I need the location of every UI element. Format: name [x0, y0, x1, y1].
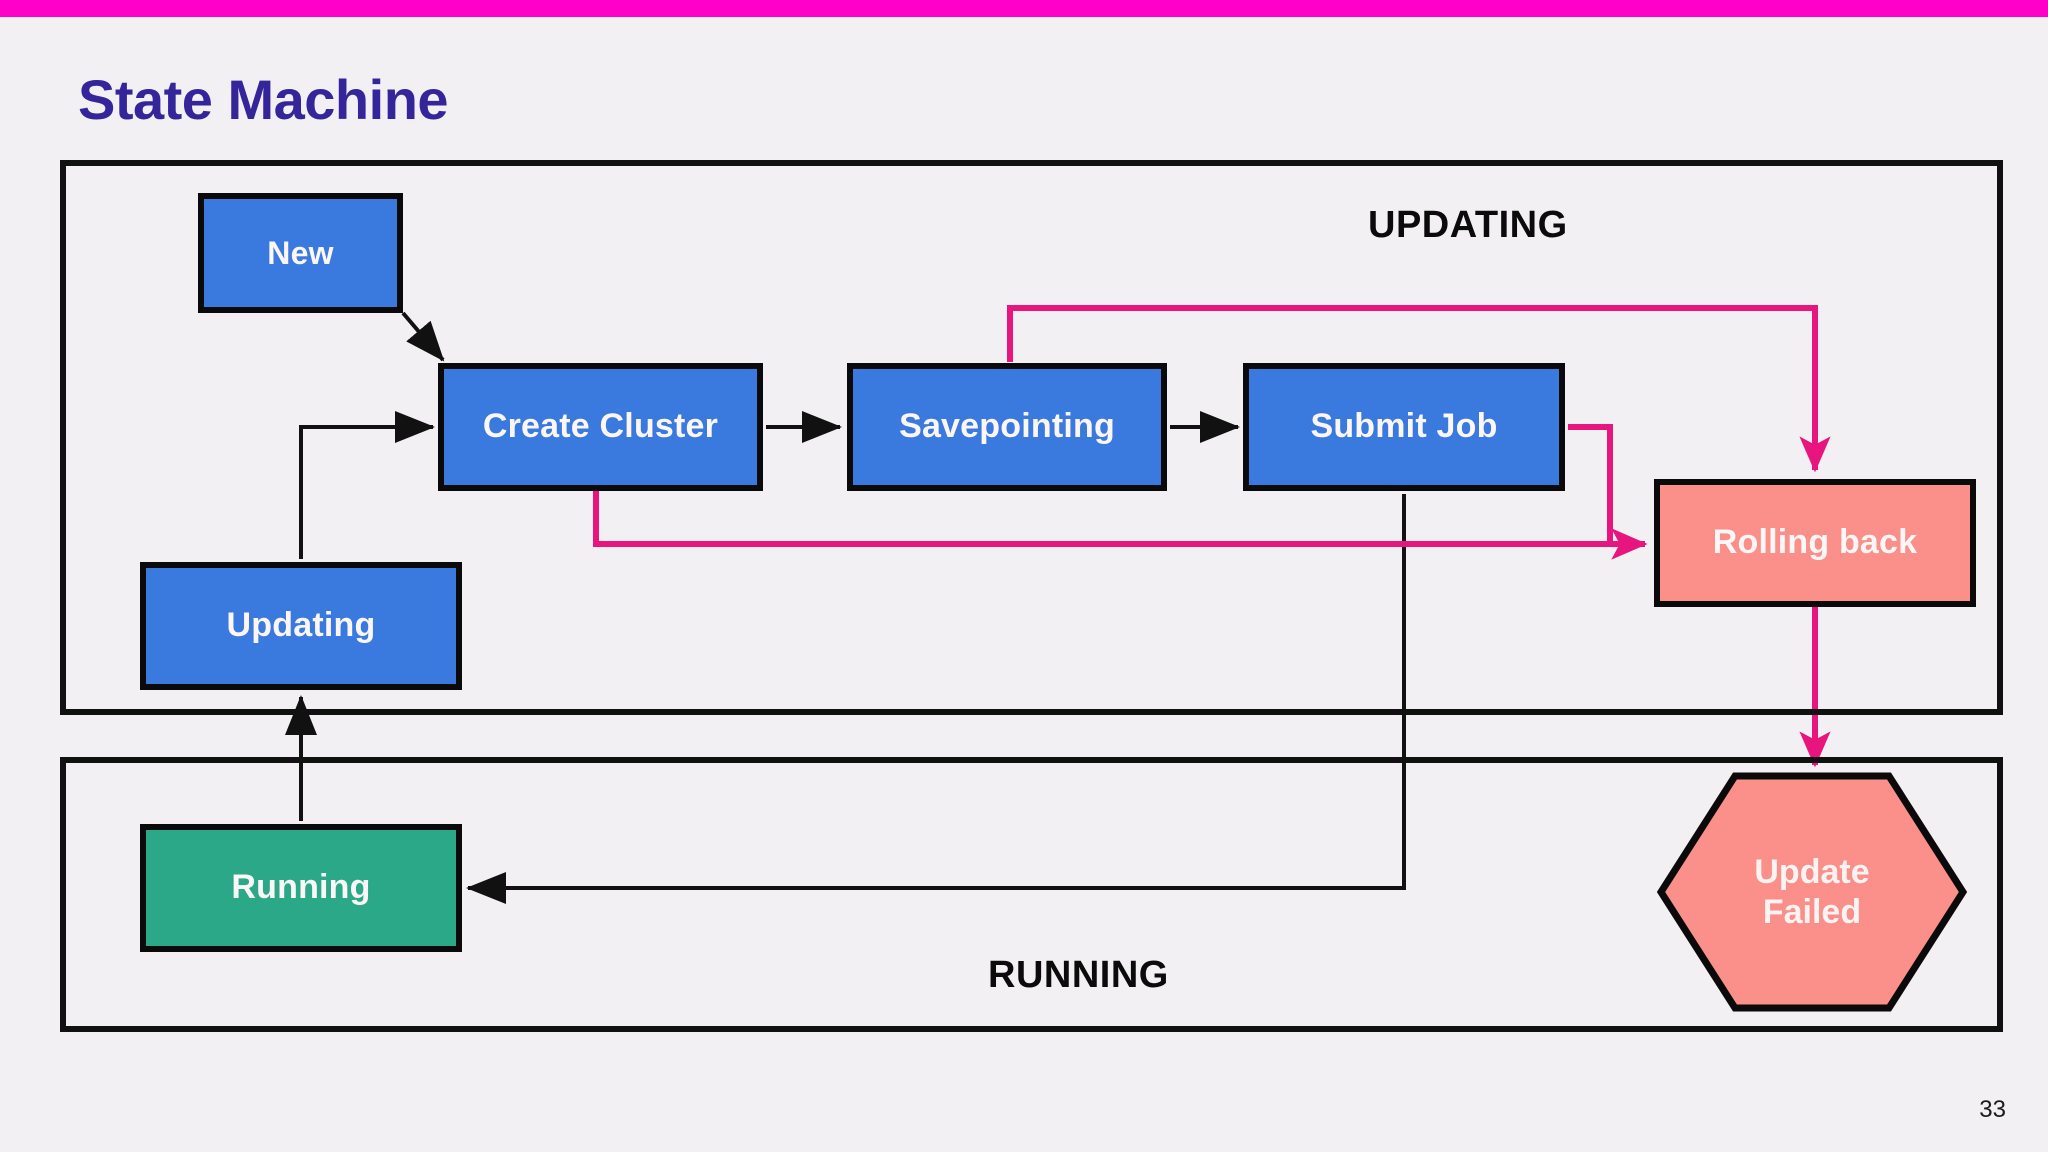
page-title: State Machine	[78, 68, 449, 131]
state-node-running[interactable]: Running	[140, 824, 462, 952]
page-number: 33	[1979, 1096, 2006, 1123]
group-running	[60, 757, 2003, 1032]
state-node-submit-job[interactable]: Submit Job	[1243, 363, 1565, 491]
state-node-update-failed[interactable]: Update Failed	[1657, 772, 1967, 1012]
state-node-create-cluster[interactable]: Create Cluster	[438, 363, 763, 491]
hexagon-shape	[1657, 772, 1967, 1012]
accent-top-bar	[0, 0, 2048, 17]
group-label-updating: UPDATING	[1368, 204, 1568, 246]
state-node-rolling-back[interactable]: Rolling back	[1654, 479, 1976, 607]
group-label-running: RUNNING	[988, 954, 1169, 996]
state-node-savepointing[interactable]: Savepointing	[847, 363, 1167, 491]
state-node-new[interactable]: New	[198, 193, 403, 313]
state-node-updating[interactable]: Updating	[140, 562, 462, 690]
group-updating	[60, 160, 2003, 715]
